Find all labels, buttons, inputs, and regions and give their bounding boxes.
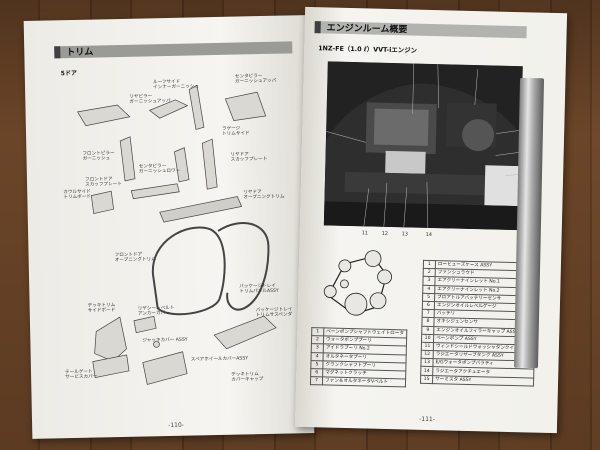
pulley-7: [340, 279, 349, 289]
label-e: フロントピラー ガーニッシュ: [82, 151, 115, 163]
row-number: 8: [421, 317, 435, 327]
label-l: デッキトリム サイドボード: [87, 303, 116, 315]
row-number: 6: [310, 368, 323, 378]
label-m: バッケージトレイ トリムパネルASSY: [239, 283, 279, 295]
label-s: バッケージトレイ トリムサスペンダ: [255, 307, 293, 319]
trim-part-roof-garnish: [224, 91, 267, 122]
pulley-1: [364, 250, 382, 267]
engine-cover-logo: [385, 150, 426, 174]
pulley-4: [323, 285, 337, 298]
header-tab-marker: [314, 21, 321, 34]
belt-routing-diagram: [323, 250, 392, 316]
row-number: 6: [422, 301, 435, 310]
right-section-header: エンジンルーム概要: [314, 21, 527, 39]
label-h: リヤドア スカッフプレート: [230, 152, 268, 164]
front-door-opening-trim: [151, 226, 226, 316]
left-page-number: -110-: [168, 421, 185, 430]
row-number: 15: [420, 374, 433, 384]
engine-subtitle: 1NZ-FE（1.0 ℓ）VVT-iエンジン: [318, 44, 417, 55]
row-number: 10: [421, 333, 434, 343]
label-b: センタピラー ガーニッシュアッパ: [234, 74, 277, 85]
pulley-5: [344, 292, 368, 316]
row-number: 1: [311, 327, 324, 337]
engine-bay-image: [323, 61, 523, 231]
callout-11: 11: [361, 230, 369, 237]
callout-13: 13: [401, 231, 409, 238]
right-page: エンジンルーム概要 1NZ-FE（1.0 ℓ）VVT-iエンジン: [294, 6, 568, 434]
label-o: ジャッキカバー ASSY: [142, 337, 188, 344]
rear-door-opening-trim: [217, 222, 270, 311]
left-page: トリム 5ドア: [23, 15, 315, 439]
callout-14: 14: [425, 231, 433, 239]
row-number: 13: [420, 358, 434, 368]
label-k: フロントドア オープニングトリム: [114, 252, 156, 264]
trim-part-front-pillar: [119, 136, 136, 182]
row-label: サーミスタ ASSY: [432, 375, 535, 386]
trim-part-anchor-cover: [133, 315, 157, 334]
callout-leader-lines: [326, 63, 522, 228]
row-number: 2: [423, 268, 436, 277]
pulley-3: [377, 269, 392, 285]
row-number: 9: [421, 325, 434, 335]
label-i: カウルサイド トリムボード: [63, 189, 91, 201]
trim-part-center-upper: [201, 138, 218, 190]
label-f: センタピラー ガーニッシュロワー: [138, 164, 181, 176]
trim-part-scuff-front: [130, 183, 180, 200]
trim-part-c-upper: [148, 99, 189, 119]
row-number: 4: [311, 352, 324, 361]
trim-part-left-rear: [77, 104, 131, 127]
label-d: ラゲージ トリムサイド: [221, 126, 250, 138]
trim-parts-diagram: [77, 84, 277, 385]
pulley-2: [338, 259, 352, 273]
row-number: 2: [311, 335, 324, 345]
row-number: 14: [420, 366, 433, 376]
row-number: 4: [422, 284, 435, 294]
trim-part-pillar: [188, 84, 205, 130]
row-number: 3: [311, 343, 324, 353]
right-section-title: エンジンルーム概要: [326, 23, 408, 36]
row-label: ファン＆オルタネータVベルト: [322, 377, 406, 388]
row-number: 5: [422, 293, 435, 302]
label-p: テールゲート サービスカバー: [64, 369, 98, 381]
pulley-6: [369, 292, 387, 310]
row-number: 7: [310, 376, 323, 386]
row-number: 12: [421, 350, 434, 359]
engine-bay-photo: [323, 61, 523, 231]
row-number: 7: [422, 309, 435, 318]
trim-part-tailgate-cover: [92, 354, 130, 378]
label-r: デッキトリム カバーキャップ: [231, 372, 264, 384]
callout-12: 12: [381, 230, 389, 237]
trim-part-scuff-rear: [159, 196, 243, 223]
label-j: リヤドア オープニングトリム: [243, 190, 285, 201]
trim-part-cowl: [90, 190, 115, 214]
row-number: 11: [421, 342, 434, 351]
trim-part-spare-cover: [142, 351, 188, 385]
trim-clip: [153, 340, 160, 348]
row-number: 5: [310, 360, 324, 369]
label-a: ルーフサイド インナーガーニッシュ: [152, 79, 200, 91]
label-n: リヤシートベルト アンカーカバー: [137, 305, 175, 318]
trim-part-package-tray: [213, 315, 277, 350]
row-number: 3: [422, 276, 436, 286]
label-c: リヤピラー ガーニッシュアッパ: [129, 94, 171, 106]
row-number: 1: [423, 260, 436, 269]
trim-part-deck-side: [94, 316, 127, 362]
trim-part-center-lower: [174, 147, 190, 183]
right-page-number: -111-: [419, 415, 436, 424]
label-g: フロントドア スカッフプレート: [84, 177, 122, 189]
